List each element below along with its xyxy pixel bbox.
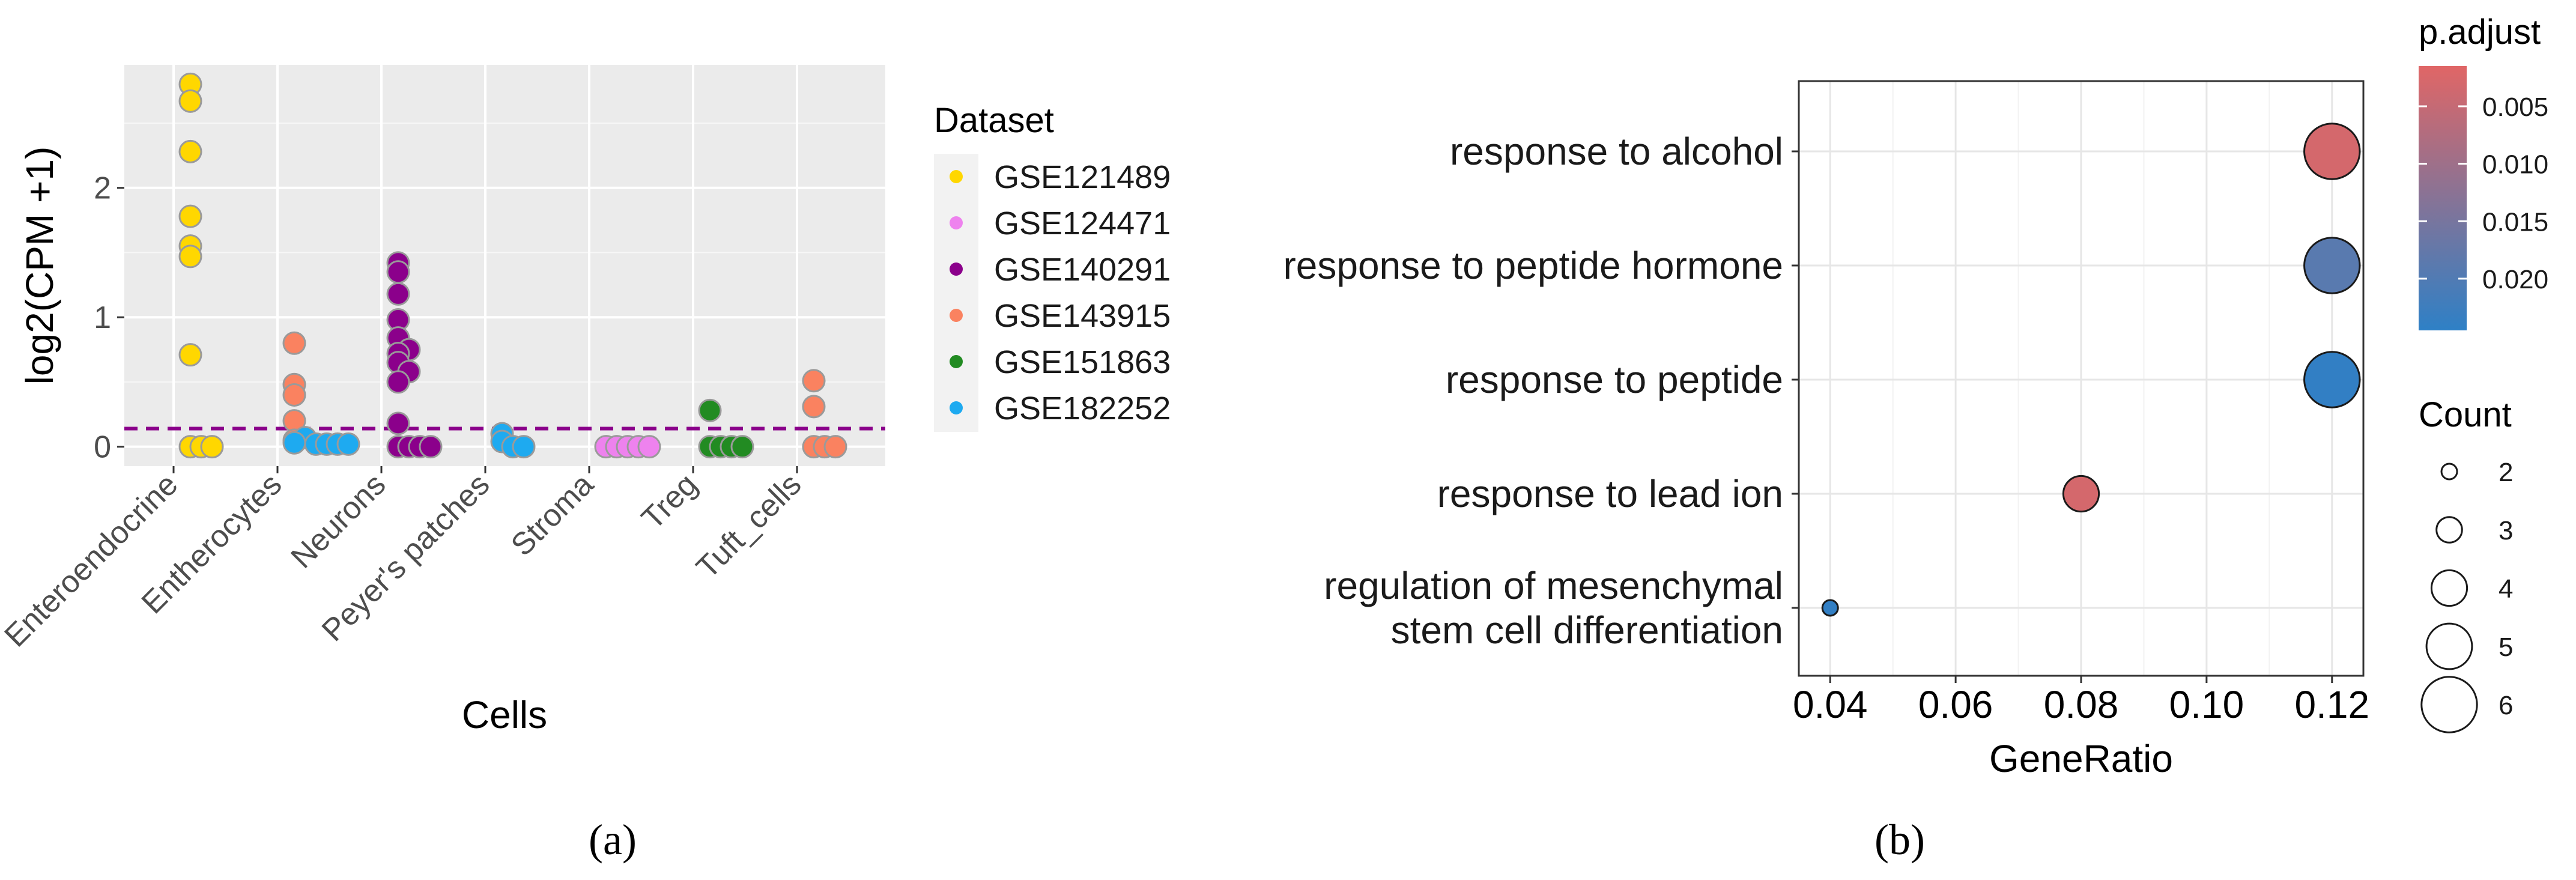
x-axis-title-a: Cells (462, 693, 547, 736)
legend-label: GSE124471 (994, 205, 1171, 241)
count-legend-items: 2 3 4 5 6 (2420, 458, 2513, 733)
panel-b-enrichment-plot: response to alcohol response to peptide h… (1283, 13, 2548, 864)
count-legend-label: 6 (2499, 691, 2513, 720)
data-point (823, 435, 847, 459)
enrichment-dot (2062, 475, 2100, 513)
y-axis-title-a: log2(CPM +1) (18, 147, 61, 385)
count-legend-key (2435, 516, 2463, 544)
x-axis-title-b: GeneRatio (1989, 737, 2173, 780)
plot-a-points (178, 72, 847, 459)
data-point (282, 331, 306, 355)
term-label: response to alcohol (1450, 130, 1783, 173)
x-tick-label: Stroma (505, 467, 601, 563)
dataset-legend-key-background (934, 154, 978, 432)
colorbar-tick-label: 0.005 (2482, 93, 2548, 122)
panel-label-b: (b) (1874, 816, 1925, 864)
data-point (386, 282, 410, 306)
term-label: response to peptide (1446, 358, 1783, 401)
legend-key (950, 216, 963, 229)
colorbar-tick-label: 0.015 (2482, 207, 2548, 237)
data-point (386, 370, 410, 394)
data-point (802, 395, 826, 419)
colorbar-tick-label: 0.020 (2482, 265, 2548, 294)
data-point (419, 435, 443, 459)
term-label: regulation of mesenchymal (1324, 564, 1783, 607)
x-tick-label: 0.06 (1918, 683, 1993, 726)
legend-label: GSE140291 (994, 252, 1171, 288)
data-point (178, 204, 202, 228)
y-tick-label: 2 (94, 171, 111, 206)
panel-a-dot-plot: 0 1 2 EnteroendocrineEntherocytesNeuronsPe… (0, 65, 1171, 864)
data-point (802, 369, 826, 393)
x-tick-label: 0.12 (2294, 683, 2369, 726)
data-point (386, 260, 410, 284)
data-point (282, 383, 306, 407)
count-legend-key (2420, 676, 2478, 733)
x-tick-label: Treg (635, 467, 704, 536)
p-adjust-legend: p.adjust 0.005 0.010 0.015 0.020 (2419, 13, 2548, 330)
count-legend-key (2430, 569, 2468, 607)
count-legend: Count 2 3 4 5 6 (2419, 395, 2513, 733)
legend-label: GSE143915 (994, 298, 1171, 334)
x-tick-label: 0.04 (1793, 683, 1868, 726)
y-tick-label: 0 (94, 430, 111, 465)
data-point (730, 435, 754, 459)
data-point (386, 411, 410, 435)
data-point (178, 139, 202, 163)
data-point (178, 343, 202, 367)
data-point (336, 432, 360, 456)
count-legend-label: 4 (2499, 574, 2513, 604)
dataset-legend-title: Dataset (934, 101, 1054, 140)
p-adjust-colorbar (2419, 66, 2467, 330)
term-label: response to lead ion (1437, 472, 1783, 515)
legend-label: GSE121489 (994, 159, 1171, 195)
term-label: response to peptide hormone (1283, 244, 1783, 287)
p-adjust-legend-title: p.adjust (2419, 13, 2541, 52)
term-label: stem cell differentiation (1391, 608, 1783, 652)
colorbar-tick-label: 0.010 (2482, 150, 2548, 180)
count-legend-label: 5 (2499, 633, 2513, 662)
enrichment-dot (1821, 599, 1839, 617)
x-tick-label: 0.08 (2044, 683, 2119, 726)
count-legend-title: Count (2419, 395, 2512, 434)
legend-key (950, 355, 963, 368)
legend-key (950, 401, 963, 414)
dataset-legend: Dataset GSE121489GSE124471GSE140291GSE14… (934, 101, 1171, 432)
plot-a-background (124, 65, 885, 466)
count-legend-key (2440, 463, 2458, 481)
plot-a-gridlines (124, 65, 885, 466)
panel-label-a: (a) (589, 816, 637, 864)
enrichment-dot (2303, 351, 2361, 408)
data-point (178, 244, 202, 269)
count-legend-label: 2 (2499, 458, 2513, 487)
data-point (178, 89, 202, 113)
data-point (200, 435, 224, 459)
count-legend-key (2425, 622, 2473, 670)
data-point (512, 435, 536, 459)
plot-b-x-ticks: 0.04 0.06 0.08 0.10 0.12 (1793, 676, 2369, 726)
data-point (637, 435, 661, 459)
x-tick-label: Neurons (284, 467, 392, 575)
data-point (282, 431, 306, 455)
enrichment-dot (2303, 237, 2361, 294)
x-tick-label: Enteroendocrine (0, 467, 184, 654)
enrichment-dot (2303, 123, 2361, 180)
legend-key (950, 170, 963, 183)
plot-a-y-ticks: 0 1 2 (94, 171, 124, 465)
legend-label: GSE182252 (994, 390, 1171, 426)
data-point (698, 398, 722, 422)
count-legend-label: 3 (2499, 516, 2513, 545)
plot-b-term-labels: response to alcohol response to peptide h… (1283, 130, 1799, 652)
dataset-legend-items: GSE121489GSE124471GSE140291GSE143915GSE1… (950, 159, 1171, 426)
legend-key (950, 309, 963, 322)
plot-b-points (1821, 123, 2361, 617)
y-tick-label: 1 (94, 300, 111, 335)
plot-a-x-ticks: EnteroendocrineEntherocytesNeuronsPeyer'… (0, 466, 808, 654)
x-tick-label: Tuft_cells (689, 467, 808, 585)
p-adjust-colorbar-ticks: 0.005 0.010 0.015 0.020 (2419, 93, 2548, 294)
legend-key (950, 262, 963, 276)
legend-label: GSE151863 (994, 344, 1171, 380)
x-tick-label: 0.10 (2169, 683, 2244, 726)
